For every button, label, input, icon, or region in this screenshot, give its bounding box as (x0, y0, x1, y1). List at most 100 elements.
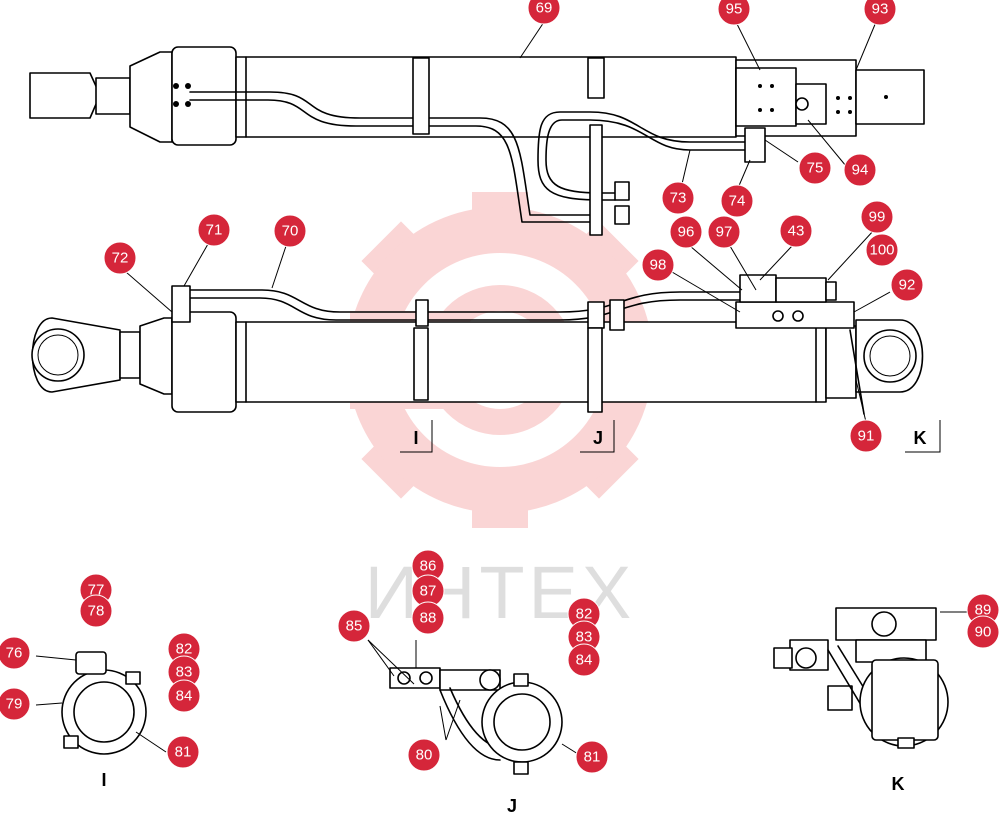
detail-label-j: J (507, 796, 517, 816)
base-mount (855, 69, 925, 125)
cylinder-tube-lower (235, 321, 827, 403)
callout-71: 71 (197, 213, 231, 247)
svg-text:83: 83 (176, 664, 193, 681)
callout-80: 80 (407, 738, 441, 772)
svg-text:95: 95 (726, 1, 743, 18)
detail-label-k: K (892, 774, 905, 794)
section-label-k: K (914, 428, 927, 448)
svg-text:43: 43 (788, 223, 805, 240)
svg-text:97: 97 (716, 224, 733, 241)
callout-83j: 83 (567, 620, 601, 654)
svg-text:100: 100 (869, 242, 894, 259)
callout-86: 86 (411, 549, 445, 583)
svg-text:70: 70 (282, 223, 299, 240)
callout-84: 84 (167, 679, 201, 713)
svg-text:91: 91 (858, 428, 875, 445)
svg-text:92: 92 (899, 277, 916, 294)
callout-43: 43 (779, 214, 813, 248)
fitting-75 (744, 127, 766, 163)
svg-text:78: 78 (88, 603, 105, 620)
callout-90: 90 (966, 615, 1000, 649)
svg-text:77: 77 (88, 582, 105, 599)
callout-79: 79 (0, 687, 31, 721)
callout-98: 98 (641, 248, 675, 282)
callout-97: 97 (707, 215, 741, 249)
svg-text:82: 82 (576, 606, 593, 623)
svg-text:99: 99 (869, 209, 886, 226)
rod-collar (95, 77, 131, 115)
callout-84j: 84 (567, 643, 601, 677)
callout-72: 72 (103, 241, 137, 275)
svg-text:89: 89 (975, 602, 992, 619)
callout-94: 94 (843, 153, 877, 187)
svg-text:71: 71 (206, 222, 223, 239)
cylinder-tube (235, 56, 737, 138)
callout-91: 91 (849, 419, 883, 453)
callout-93: 93 (863, 0, 897, 26)
svg-text:75: 75 (807, 160, 824, 177)
callout-82: 82 (167, 632, 201, 666)
lower-cylinder-assembly (31, 274, 924, 415)
svg-text:85: 85 (346, 618, 363, 635)
callout-76: 76 (0, 636, 31, 670)
callout-96: 96 (669, 215, 703, 249)
section-markers (400, 420, 941, 453)
svg-text:86: 86 (420, 558, 437, 575)
clamp-support (589, 124, 603, 236)
svg-text:79: 79 (6, 696, 23, 713)
svg-text:94: 94 (852, 162, 869, 179)
svg-text:96: 96 (678, 224, 695, 241)
svg-text:82: 82 (176, 641, 193, 658)
svg-text:87: 87 (420, 583, 437, 600)
svg-text:80: 80 (416, 747, 433, 764)
svg-text:69: 69 (536, 0, 553, 17)
callout-100: 100 (865, 233, 899, 267)
svg-text:72: 72 (112, 250, 129, 267)
svg-text:88: 88 (420, 610, 437, 627)
rod-end-fork (29, 72, 101, 119)
callout-95: 95 (717, 0, 751, 26)
cylinder-head (171, 46, 237, 146)
callout-81: 81 (166, 735, 200, 769)
detail-j-clamp (367, 639, 579, 775)
svg-text:81: 81 (584, 749, 601, 766)
section-label-i: I (413, 428, 418, 448)
svg-text:93: 93 (872, 1, 889, 18)
callout-99: 99 (860, 200, 894, 234)
callout-75: 75 (798, 151, 832, 185)
detail-k-valve (773, 607, 970, 749)
cylinder-head-lower (171, 311, 237, 413)
svg-text:81: 81 (175, 744, 192, 761)
valve-94 (795, 83, 827, 125)
svg-text:98: 98 (650, 257, 667, 274)
svg-text:74: 74 (729, 193, 746, 210)
upper-cylinder-assembly (29, 46, 925, 236)
callout-92: 92 (890, 268, 924, 302)
callout-70: 70 (273, 214, 307, 248)
callout-85: 85 (337, 609, 371, 643)
detail-i-clamp (35, 651, 167, 755)
callout-73: 73 (661, 181, 695, 215)
detail-label-i: I (101, 770, 106, 790)
svg-text:83: 83 (576, 629, 593, 646)
clamp-j-upper (587, 57, 605, 99)
callout-81j: 81 (575, 740, 609, 774)
callout-83: 83 (167, 655, 201, 689)
callout-69: 69 (527, 0, 561, 25)
callout-87: 87 (411, 574, 445, 608)
leader-lines (125, 21, 891, 423)
callout-74: 74 (720, 184, 754, 218)
svg-text:84: 84 (176, 688, 193, 705)
callout-82j: 82 (567, 597, 601, 631)
callout-78: 78 (79, 594, 113, 628)
svg-text:73: 73 (670, 190, 687, 207)
gland-nut (129, 51, 173, 143)
valve-block-95 (735, 67, 797, 127)
clamp-i-upper (412, 57, 430, 135)
svg-text:90: 90 (975, 624, 992, 641)
svg-text:84: 84 (576, 652, 593, 669)
clamp-i-lower (413, 327, 429, 401)
section-label-j: J (593, 428, 603, 448)
svg-text:76: 76 (6, 645, 23, 662)
